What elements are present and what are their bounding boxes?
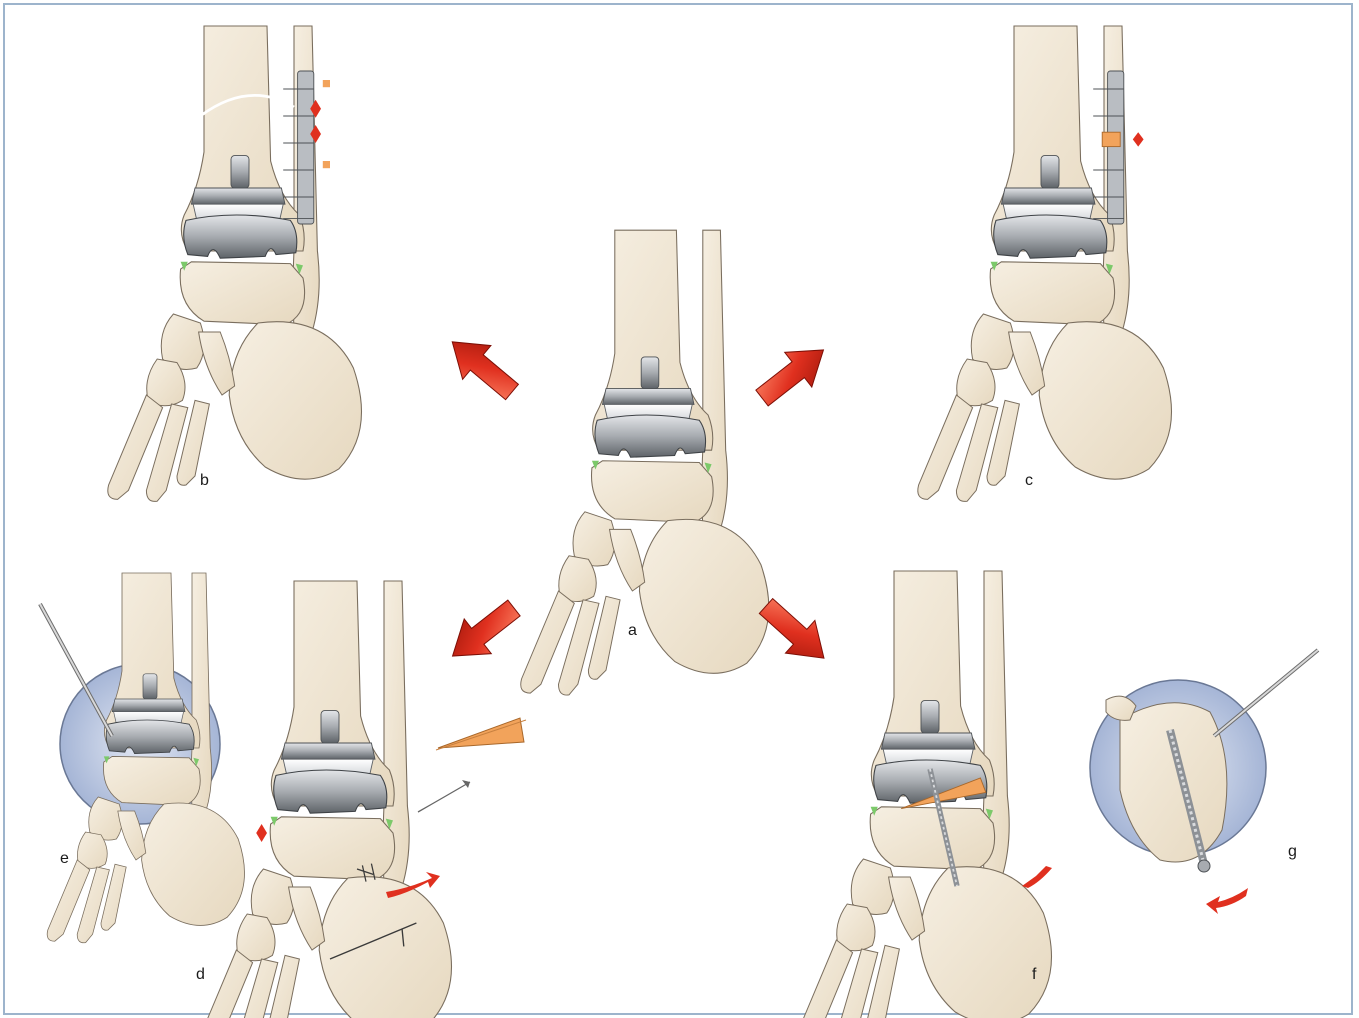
ankle-panel-f xyxy=(798,571,1052,1018)
panel-label-e: e xyxy=(60,850,69,868)
inset-circle-g xyxy=(1090,650,1318,872)
ankle-panel-b xyxy=(108,26,362,501)
panel-label-d: d xyxy=(196,966,205,984)
ankle-panel-a xyxy=(521,230,769,695)
inset-circle-e xyxy=(40,573,245,943)
red-3d-arrow-icon xyxy=(439,591,528,674)
ankle-panel-c xyxy=(918,26,1172,501)
panel-label-a: a xyxy=(628,622,637,640)
ankle-panel-d xyxy=(198,581,452,1018)
panel-label-b: b xyxy=(200,472,209,490)
panel-label-g: g xyxy=(1288,843,1297,861)
red-3d-arrow-icon xyxy=(438,325,526,409)
bone-wedge-icon xyxy=(436,718,526,750)
red-3d-arrow-icon xyxy=(748,333,837,416)
panel-label-c: c xyxy=(1025,472,1033,490)
panel-label-f: f xyxy=(1032,966,1036,984)
